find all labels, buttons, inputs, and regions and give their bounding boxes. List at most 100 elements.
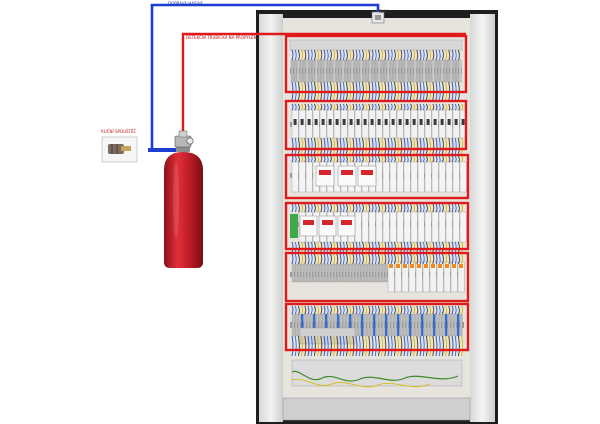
detection-tube [181, 32, 466, 133]
wire [361, 203, 364, 213]
wire [333, 49, 336, 61]
circuit-breaker [445, 211, 453, 243]
wire [435, 253, 438, 265]
circuit-breaker [375, 211, 383, 243]
wire [429, 137, 432, 155]
wire [317, 203, 320, 213]
terminal-block [384, 263, 388, 283]
wire [403, 241, 406, 253]
wire [323, 155, 326, 163]
wire [390, 81, 393, 101]
terminal-block [357, 263, 361, 283]
circuit-breaker [424, 211, 432, 243]
terminal-block [317, 59, 321, 83]
wire [355, 49, 358, 61]
wire [403, 203, 406, 213]
wire [349, 253, 352, 265]
wire [329, 253, 332, 265]
circuit-breaker [417, 161, 425, 193]
wire [448, 203, 451, 213]
terminal-block [294, 263, 298, 283]
terminal-block [351, 263, 355, 283]
wire [438, 155, 441, 163]
breaker-toggle [461, 119, 465, 125]
wire [374, 49, 377, 61]
wire [361, 241, 364, 253]
circuit-breaker [431, 211, 439, 243]
wire [381, 335, 384, 357]
discharge-pipe-label: DOPRAVA HASIVA [168, 1, 203, 6]
wire [432, 137, 435, 155]
circuit-breaker [396, 211, 404, 243]
wire [384, 155, 387, 163]
wire [448, 253, 451, 265]
manual-trigger-icon [101, 136, 138, 163]
wire [329, 49, 332, 61]
wire [349, 103, 352, 111]
contactor [443, 261, 451, 293]
wire [349, 155, 352, 163]
terminal-block [353, 59, 357, 83]
wire [294, 253, 297, 265]
terminal-block [387, 313, 391, 337]
wire [310, 335, 313, 357]
wire [304, 203, 307, 213]
wire [339, 335, 342, 357]
wire [377, 49, 380, 61]
green-module [290, 214, 298, 238]
wire [291, 241, 294, 253]
terminal-block [339, 263, 343, 283]
wire [345, 49, 348, 61]
breaker-toggle [370, 119, 374, 125]
wire [374, 137, 377, 155]
wire [301, 49, 304, 61]
terminal-block [398, 59, 402, 83]
terminal-block [294, 313, 298, 337]
terminal-block [362, 59, 366, 83]
wire [326, 49, 329, 61]
wire [397, 103, 400, 111]
wire [432, 203, 435, 213]
wire [371, 203, 374, 213]
wire [307, 137, 310, 155]
wire [406, 203, 409, 213]
wire [403, 155, 406, 163]
wire [422, 305, 425, 315]
circuit-breaker [438, 211, 446, 243]
zone-outline-6 [284, 302, 470, 352]
wire [390, 241, 393, 253]
wire [333, 155, 336, 163]
wire [294, 155, 297, 163]
terminal-block [350, 59, 354, 83]
wire [413, 155, 416, 163]
wire [365, 155, 368, 163]
wire [451, 103, 454, 111]
wire [358, 103, 361, 111]
wire [313, 241, 316, 253]
contactor-terminal [445, 264, 449, 268]
terminal-block [452, 59, 456, 83]
wire [320, 335, 323, 357]
circuit-breaker [389, 211, 397, 243]
wire [451, 253, 454, 265]
wire [461, 137, 464, 155]
pressure-switch-icon [371, 11, 385, 24]
terminal-block [392, 59, 396, 83]
wire [371, 335, 374, 357]
circuit-breaker [382, 211, 390, 243]
wire [419, 103, 422, 111]
wire [419, 155, 422, 163]
terminal-block [455, 59, 459, 83]
wire [320, 241, 323, 253]
wire [432, 103, 435, 111]
circuit-breaker [452, 211, 460, 243]
cabinet-door-right [470, 14, 495, 422]
wire [368, 335, 371, 357]
wire [368, 203, 371, 213]
wire [422, 203, 425, 213]
terminal-block [308, 59, 312, 83]
wire [361, 253, 364, 265]
cabinet-equipment [290, 49, 467, 357]
breaker-toggle [398, 119, 402, 125]
wire [294, 241, 297, 253]
